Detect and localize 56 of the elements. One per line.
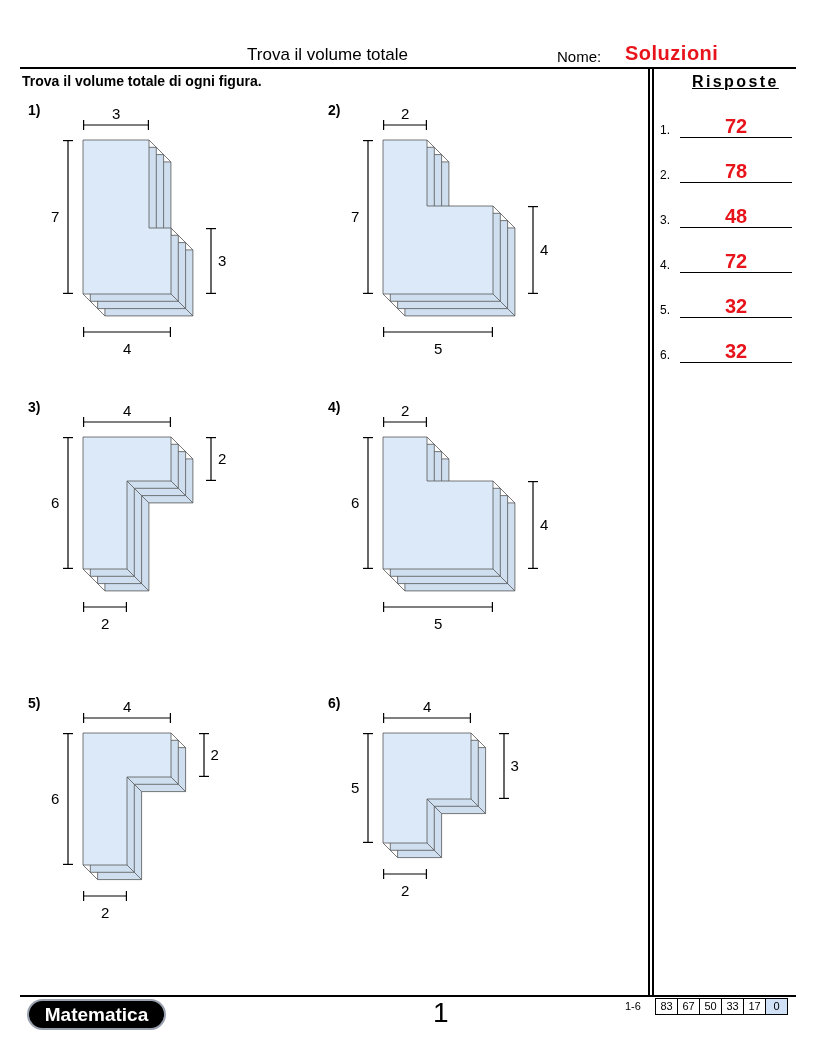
- dimension-label: 4: [539, 242, 549, 257]
- score-cell: 67: [677, 998, 700, 1015]
- score-cell: 50: [699, 998, 722, 1015]
- score-cell: 17: [743, 998, 766, 1015]
- score-cell: 0: [765, 998, 788, 1015]
- dimension-label: 2: [101, 904, 110, 920]
- answer-line: 72: [680, 249, 792, 273]
- answer-number: 3.: [660, 214, 670, 226]
- dimension-label: 7: [51, 209, 60, 224]
- problem-number: 1): [28, 103, 41, 117]
- instruction-text: Trova il volume totale di ogni figura.: [22, 74, 262, 88]
- score-range: 1-6: [625, 1001, 641, 1012]
- answer-number: 6.: [660, 349, 670, 361]
- answer-number: 2.: [660, 169, 670, 181]
- dimension-label: 6: [51, 495, 60, 510]
- name-label: Nome:: [557, 49, 602, 64]
- worksheet-title: Trova il volume totale: [246, 46, 409, 63]
- dimension-label: 5: [351, 780, 360, 795]
- dimension-label: 4: [539, 517, 549, 532]
- dimension-label: 5: [434, 615, 443, 631]
- dimension-label: 4: [123, 340, 132, 356]
- answers-heading: Risposte: [692, 74, 779, 90]
- problem-number: 6): [328, 696, 341, 710]
- answer-line: 72: [680, 114, 792, 138]
- dimension-label: 4: [423, 699, 432, 714]
- score-cell: 83: [655, 998, 678, 1015]
- answer-line: 32: [680, 294, 792, 318]
- name-value: Soluzioni: [625, 43, 719, 63]
- dimension-label: 2: [101, 615, 110, 631]
- answer-line: 32: [680, 339, 792, 363]
- answer-line: 48: [680, 204, 792, 228]
- score-cell: 33: [721, 998, 744, 1015]
- dimension-label: 6: [351, 495, 360, 510]
- dimension-label: 2: [401, 403, 410, 418]
- dimension-label: 2: [217, 451, 227, 466]
- dimension-label: 3: [510, 758, 519, 773]
- dimension-label: 2: [210, 747, 219, 762]
- dimension-label: 2: [401, 882, 410, 898]
- dimension-label: 2: [401, 106, 410, 121]
- problem-number: 2): [328, 103, 341, 117]
- dimension-label: 7: [351, 209, 360, 224]
- answer-number: 5.: [660, 304, 670, 316]
- answer-line: 78: [680, 159, 792, 183]
- problem-number: 5): [28, 696, 41, 710]
- dimension-label: 4: [123, 699, 132, 714]
- dimension-label: 5: [434, 340, 443, 356]
- answer-number: 1.: [660, 124, 670, 136]
- page-number: 1: [433, 999, 449, 1027]
- dimension-label: 4: [123, 403, 132, 418]
- dimension-label: 3: [112, 106, 121, 121]
- subject-badge: Matematica: [27, 999, 166, 1030]
- problem-number: 4): [328, 400, 341, 414]
- dimension-label: 3: [217, 253, 227, 268]
- problem-number: 3): [28, 400, 41, 414]
- answer-number: 4.: [660, 259, 670, 271]
- dimension-label: 6: [51, 791, 60, 806]
